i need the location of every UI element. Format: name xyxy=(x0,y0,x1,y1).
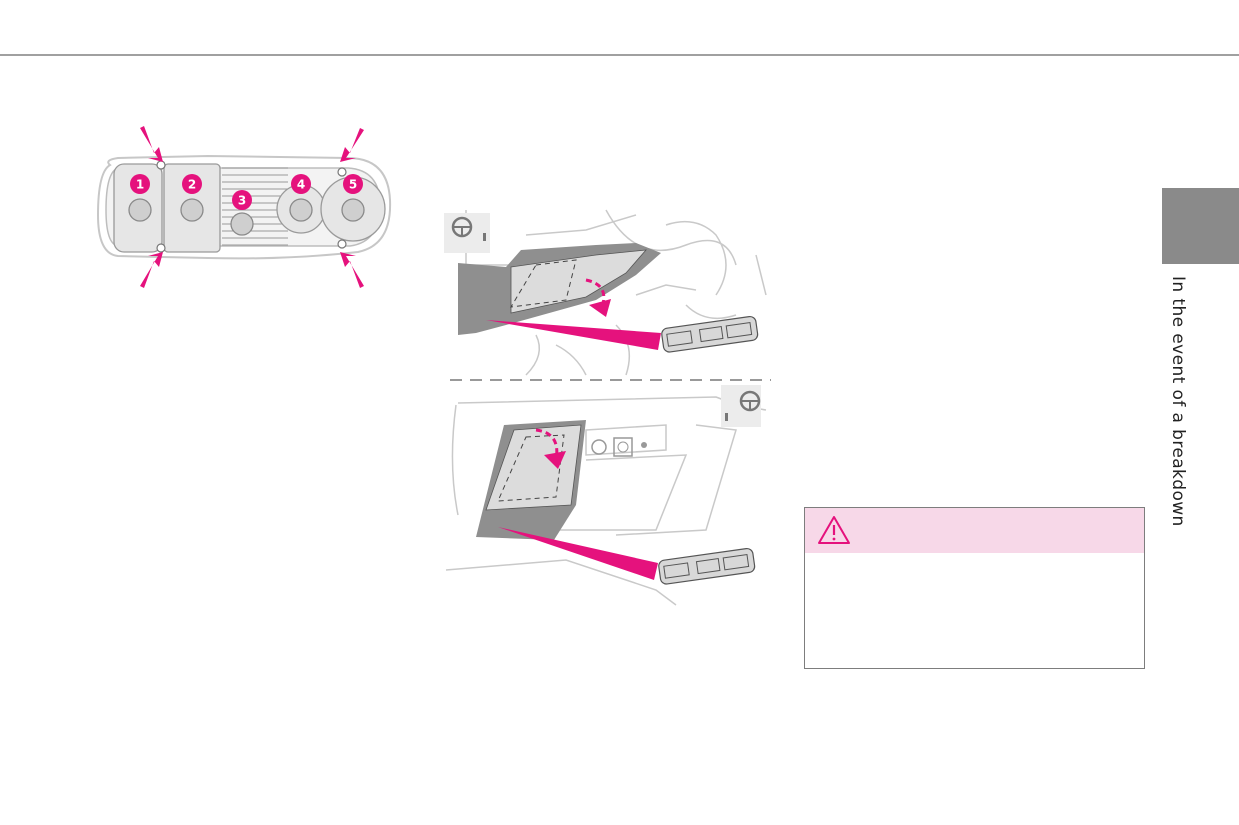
bulb-number-3: 3 xyxy=(238,194,246,208)
top-rule xyxy=(0,54,1239,56)
section-title: In the event of a breakdown xyxy=(1168,276,1188,527)
warning-header xyxy=(805,508,1144,553)
warning-triangle-icon xyxy=(818,516,850,544)
warning-box xyxy=(804,507,1145,669)
warning-text xyxy=(805,553,1144,668)
section-tab xyxy=(1162,188,1239,264)
bulb-number-5: 5 xyxy=(349,178,357,192)
fuse-box-access-diagram xyxy=(444,209,771,606)
bulb-number-4: 4 xyxy=(297,178,305,192)
bulb-number-1: 1 xyxy=(136,178,144,192)
bulb-number-2: 2 xyxy=(188,178,196,192)
rear-lamp-diagram: 1 2 3 4 5 xyxy=(96,126,392,288)
